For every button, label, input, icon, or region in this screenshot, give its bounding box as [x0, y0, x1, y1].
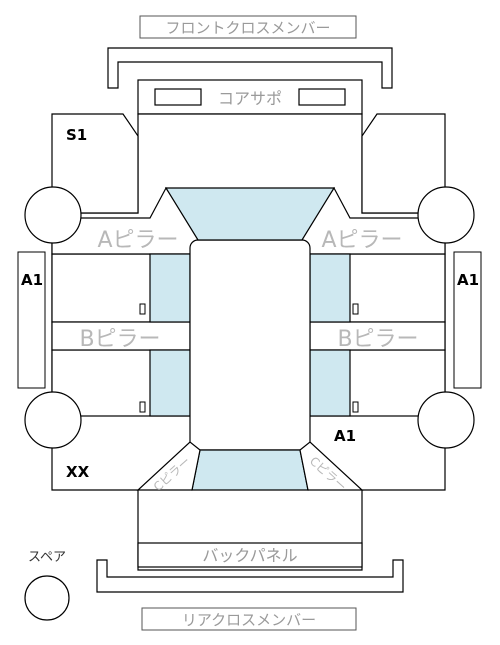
left-rear-side-glass [149, 349, 191, 417]
left-side-sill [17, 251, 46, 389]
front-left-wheel [24, 186, 82, 244]
right-b-pillar [309, 321, 446, 351]
front-right-wheel [417, 186, 475, 244]
front-right-fender [361, 113, 446, 214]
rear-cross-member-label-box [141, 607, 357, 631]
front-cross-member-label-box [139, 15, 357, 39]
left-b-pillar [51, 321, 191, 351]
rear-right-wheel [417, 391, 475, 449]
left-front-side-glass [149, 253, 191, 323]
left-front-door-handle [139, 303, 146, 315]
core-support-left-light [154, 88, 202, 106]
right-rear-door-handle [352, 401, 359, 413]
core-support-label: コアサポ [218, 89, 282, 108]
right-front-side-glass [309, 253, 351, 323]
left-c-pillar [136, 441, 201, 491]
rear-left-wheel [24, 391, 82, 449]
mark-rear-right: A1 [334, 427, 356, 445]
right-a-pillar-label: Aピラー [321, 228, 402, 253]
spare-tire [24, 575, 70, 621]
front-windshield [164, 187, 336, 241]
left-rear-door-handle [139, 401, 146, 413]
mark-front-left: S1 [66, 126, 87, 144]
spare-label: スペア [28, 550, 66, 565]
front-cross-member-label: フロントクロスメンバー [165, 19, 330, 37]
rear-cross-member [96, 559, 404, 593]
right-c-pillar [299, 441, 364, 491]
roof [189, 239, 311, 451]
mark-rear-left: XX [66, 463, 90, 481]
mark-left-side: A1 [21, 271, 43, 289]
rear-cross-member-label: リアクロスメンバー [182, 611, 316, 629]
core-support-right-light [298, 88, 346, 106]
rear-windshield [191, 449, 309, 491]
front-cross-member [107, 47, 393, 89]
right-b-pillar-label: Bピラー [337, 327, 418, 352]
left-a-pillar-label: Aピラー [97, 228, 178, 253]
right-rear-side-glass [309, 349, 351, 417]
mark-right-side: A1 [457, 271, 479, 289]
right-front-door-handle [352, 303, 359, 315]
back-panel-label: バックパネル [202, 546, 297, 565]
right-side-sill [453, 251, 482, 389]
back-panel [137, 542, 363, 568]
left-b-pillar-label: Bピラー [79, 327, 160, 352]
